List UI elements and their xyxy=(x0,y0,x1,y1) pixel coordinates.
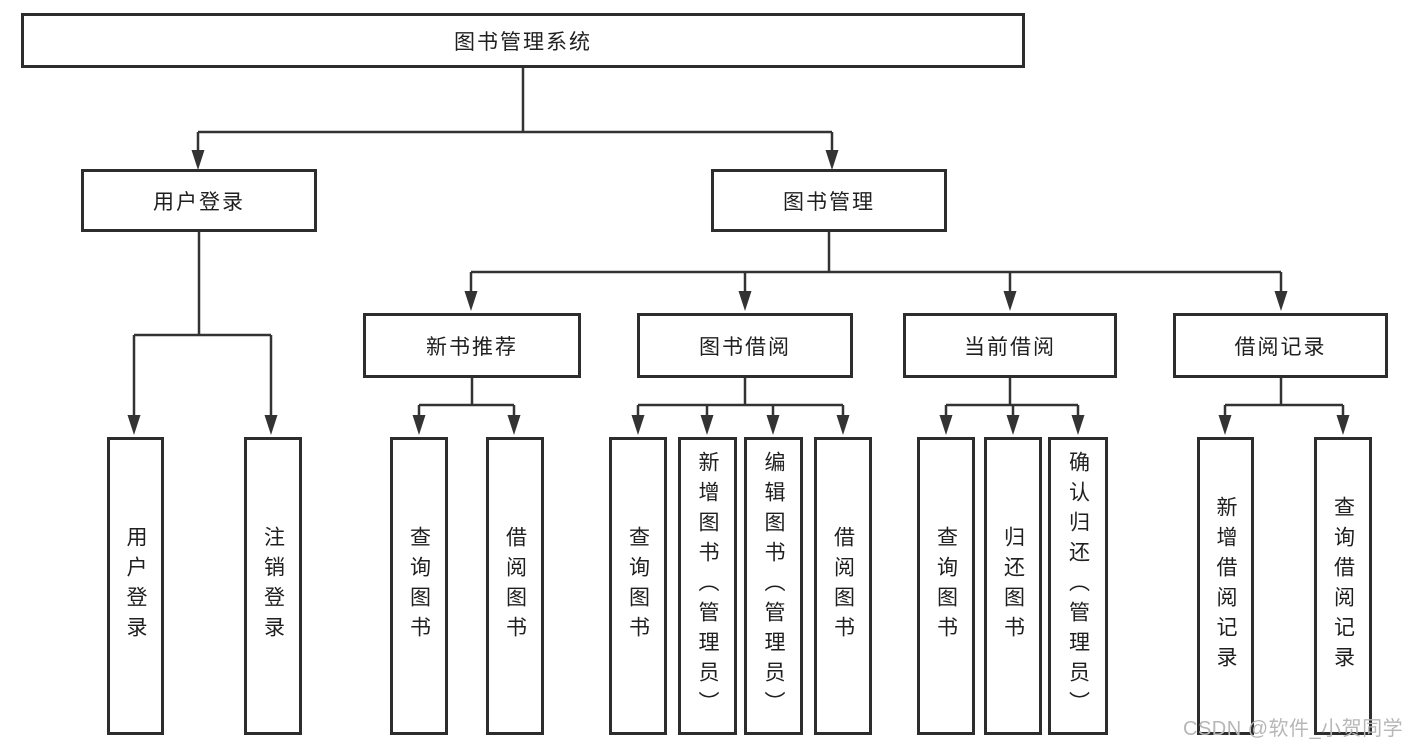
leaf-cb-return-book: 归还图书 xyxy=(984,437,1042,735)
node-root: 图书管理系统 xyxy=(21,13,1025,68)
node-borrow-record-label: 借阅记录 xyxy=(1234,335,1327,359)
leaf-nbr-query-book: 查询图书 xyxy=(390,437,448,735)
leaf-bb-edit-book-admin: 编辑图书（管理员） xyxy=(744,437,803,735)
node-borrow-record: 借阅记录 xyxy=(1173,313,1388,378)
leaf-cb-return-book-label: 归还图书 xyxy=(1001,526,1025,646)
leaf-user-login-label: 用户登录 xyxy=(124,526,147,646)
leaf-user-login: 用户登录 xyxy=(107,437,164,735)
node-book-borrow: 图书借阅 xyxy=(637,313,853,378)
leaf-br-add-record-label: 新增借阅记录 xyxy=(1214,496,1237,676)
node-current-borrow-label: 当前借阅 xyxy=(964,335,1056,359)
node-book-borrow-label: 图书借阅 xyxy=(699,335,791,359)
node-user-login: 用户登录 xyxy=(81,169,317,232)
leaf-cb-confirm-return-admin: 确认归还（管理员） xyxy=(1048,437,1108,735)
leaf-bb-borrow-book: 借阅图书 xyxy=(814,437,872,735)
leaf-br-query-record: 查询借阅记录 xyxy=(1314,437,1372,735)
connector-book-borrow-children xyxy=(631,378,850,435)
leaf-bb-add-book-admin-label: 新增图书（管理员） xyxy=(696,451,719,721)
connector-book-management-children xyxy=(464,232,1288,311)
leaf-cb-query-book-label: 查询图书 xyxy=(934,526,958,646)
leaf-logout-label: 注销登录 xyxy=(261,526,285,646)
leaf-cb-confirm-return-admin-label: 确认归还（管理员） xyxy=(1066,451,1090,721)
leaf-nbr-query-book-label: 查询图书 xyxy=(407,526,431,646)
leaf-br-add-record: 新增借阅记录 xyxy=(1197,437,1254,735)
csdn-watermark: CSDN @软件_小贺同学 xyxy=(1183,718,1404,740)
connector-current-borrow-children xyxy=(939,378,1085,435)
node-new-book-recommend: 新书推荐 xyxy=(363,313,581,378)
leaf-bb-query-book: 查询图书 xyxy=(609,437,667,735)
leaf-cb-query-book: 查询图书 xyxy=(917,437,975,735)
connector-user-login-children xyxy=(127,232,278,435)
leaf-br-query-record-label: 查询借阅记录 xyxy=(1331,496,1355,676)
node-book-management-label: 图书管理 xyxy=(783,190,875,214)
leaf-nbr-borrow-book-label: 借阅图书 xyxy=(503,526,527,646)
node-user-login-label: 用户登录 xyxy=(153,190,245,214)
connector-root-to-level2 xyxy=(191,68,839,170)
leaf-bb-add-book-admin: 新增图书（管理员） xyxy=(678,437,737,735)
node-root-label: 图书管理系统 xyxy=(454,30,592,54)
leaf-logout: 注销登录 xyxy=(244,437,302,735)
node-new-book-recommend-label: 新书推荐 xyxy=(426,335,518,359)
leaf-nbr-borrow-book: 借阅图书 xyxy=(486,437,544,735)
connector-borrow-record-children xyxy=(1218,378,1350,435)
node-current-borrow: 当前借阅 xyxy=(903,313,1117,378)
leaf-bb-query-book-label: 查询图书 xyxy=(626,526,650,646)
connector-new-book-recommend-children xyxy=(412,378,521,435)
leaf-bb-borrow-book-label: 借阅图书 xyxy=(831,526,855,646)
node-book-management: 图书管理 xyxy=(711,169,947,232)
leaf-bb-edit-book-admin-label: 编辑图书（管理员） xyxy=(762,451,785,721)
